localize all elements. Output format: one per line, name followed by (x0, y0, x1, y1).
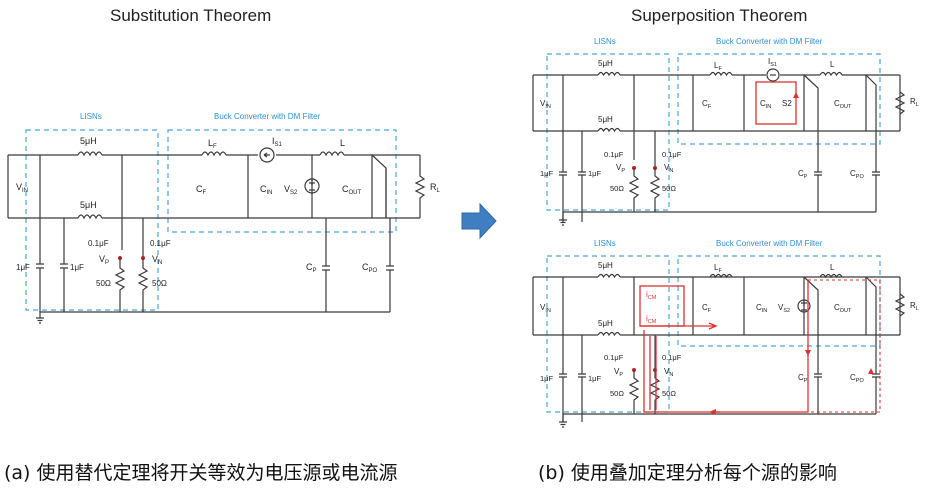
res-50-bottom-a: 50Ω (610, 389, 624, 398)
cap-01uf-b: 0.1μF (150, 239, 171, 248)
cf-label: CF (196, 184, 207, 196)
inductor-bottom-label-r: 5μH (598, 115, 613, 124)
vp-label-top: VP (616, 163, 625, 174)
lisns-label-bottom: LISNs (594, 239, 616, 248)
caption-right: (b) 使用叠加定理分析每个源的影响 (538, 462, 837, 484)
cf-label-bottom: CF (702, 303, 712, 314)
cap-01uf-top-a: 0.1μF (604, 150, 624, 159)
superposition-top-circuit (532, 53, 906, 226)
inductor-top-label-b: 5μH (598, 261, 613, 270)
rl-label-top: RL (910, 97, 919, 108)
vn-label: VN (152, 254, 162, 266)
cap-01uf-bottom-b: 0.1μF (662, 353, 682, 362)
cp-label-top: CP (798, 169, 808, 180)
inductor-top-label: 5μH (80, 136, 97, 146)
is1-label-top: IS1 (768, 57, 777, 68)
cap-01uf-a: 0.1μF (88, 239, 109, 248)
vn-label-top: VN (664, 163, 673, 174)
lisns-label: LISNs (80, 112, 102, 121)
cf-label-top: CF (702, 99, 712, 110)
cin-label-bottom: CIN (756, 303, 767, 314)
buck-label-bottom: Buck Converter with DM Filter (716, 239, 823, 248)
vp-label-bottom: VP (614, 367, 623, 378)
lisn-box (25, 129, 159, 311)
lf-label: LF (208, 138, 217, 150)
buck-box (167, 129, 397, 233)
cap-1uf-bottom-b: 1μF (588, 374, 601, 383)
lisns-label-top: LISNs (594, 37, 616, 46)
superposition-bottom-circuit (532, 255, 906, 428)
caption-left: (a) 使用替代定理将开关等效为电压源或电流源 (4, 462, 398, 484)
substitution-circuit (7, 129, 426, 324)
cin-label: CIN (260, 184, 273, 196)
title-superposition: Superposition Theorem (631, 6, 808, 25)
res-50-top-a: 50Ω (610, 184, 624, 193)
res-50-b: 50Ω (152, 279, 167, 288)
cpo-label-top: CPO (850, 169, 864, 180)
lisn-box-bottom (546, 255, 670, 413)
cin-label-top: CIN (760, 99, 771, 110)
cout-label-bottom: COUT (834, 303, 852, 314)
cpo-label: CPO (362, 262, 378, 274)
cp-label: CP (306, 262, 317, 274)
cap-1uf-top-b: 1μF (588, 169, 601, 178)
cpo-label-bottom: CPO (850, 373, 864, 384)
cap-1uf-top-a: 1μF (540, 169, 553, 178)
vin-label-top: VIN (540, 99, 551, 110)
is1-label: IS1 (272, 136, 283, 148)
title-substitution: Substitution Theorem (110, 6, 272, 25)
cap-1uf-b: 1μF (70, 263, 84, 272)
transform-arrow-icon (461, 202, 497, 240)
lf-label-top: LF (714, 61, 722, 72)
inductor-bottom-label: 5μH (80, 200, 97, 210)
s2-label: S2 (782, 99, 792, 108)
vin-label-bottom: VIN (540, 303, 551, 314)
res-50-top-b: 50Ω (662, 184, 676, 193)
inductor-bottom-label-b: 5μH (598, 319, 613, 328)
cap-1uf-a: 1μF (16, 263, 30, 272)
buck-label: Buck Converter with DM Filter (214, 112, 321, 121)
vs2-label: VS2 (284, 184, 298, 196)
vn-label-bottom: VN (664, 367, 673, 378)
l-label: L (340, 138, 345, 148)
l-label-top: L (830, 60, 835, 69)
rl-label-bottom: RL (910, 301, 919, 312)
cap-1uf-bottom-a: 1μF (540, 374, 553, 383)
cp-label-bottom: CP (798, 373, 808, 384)
res-50-a: 50Ω (96, 279, 111, 288)
rl-label: RL (430, 182, 441, 194)
cap-01uf-top-b: 0.1μF (662, 150, 682, 159)
buck-label-top: Buck Converter with DM Filter (716, 37, 823, 46)
icm-label-2: iCM (646, 314, 657, 325)
l-label-bottom: L (830, 263, 835, 272)
cap-01uf-bottom-a: 0.1μF (604, 353, 624, 362)
vs2-label-bottom: VS2 (778, 303, 790, 314)
buck-box-top (677, 53, 881, 145)
inductor-top-label-r: 5μH (598, 59, 613, 68)
cout-label-top: COUT (834, 99, 852, 110)
vp-label: VP (99, 254, 109, 266)
cout-label: COUT (342, 184, 362, 196)
lf-label-bottom: LF (714, 263, 722, 274)
vin-label: VIN (16, 182, 28, 194)
buck-box-bottom (677, 255, 881, 347)
res-50-bottom-b: 50Ω (662, 389, 676, 398)
lisn-box-top (546, 53, 670, 211)
icm-label-1: iCM (646, 290, 657, 301)
